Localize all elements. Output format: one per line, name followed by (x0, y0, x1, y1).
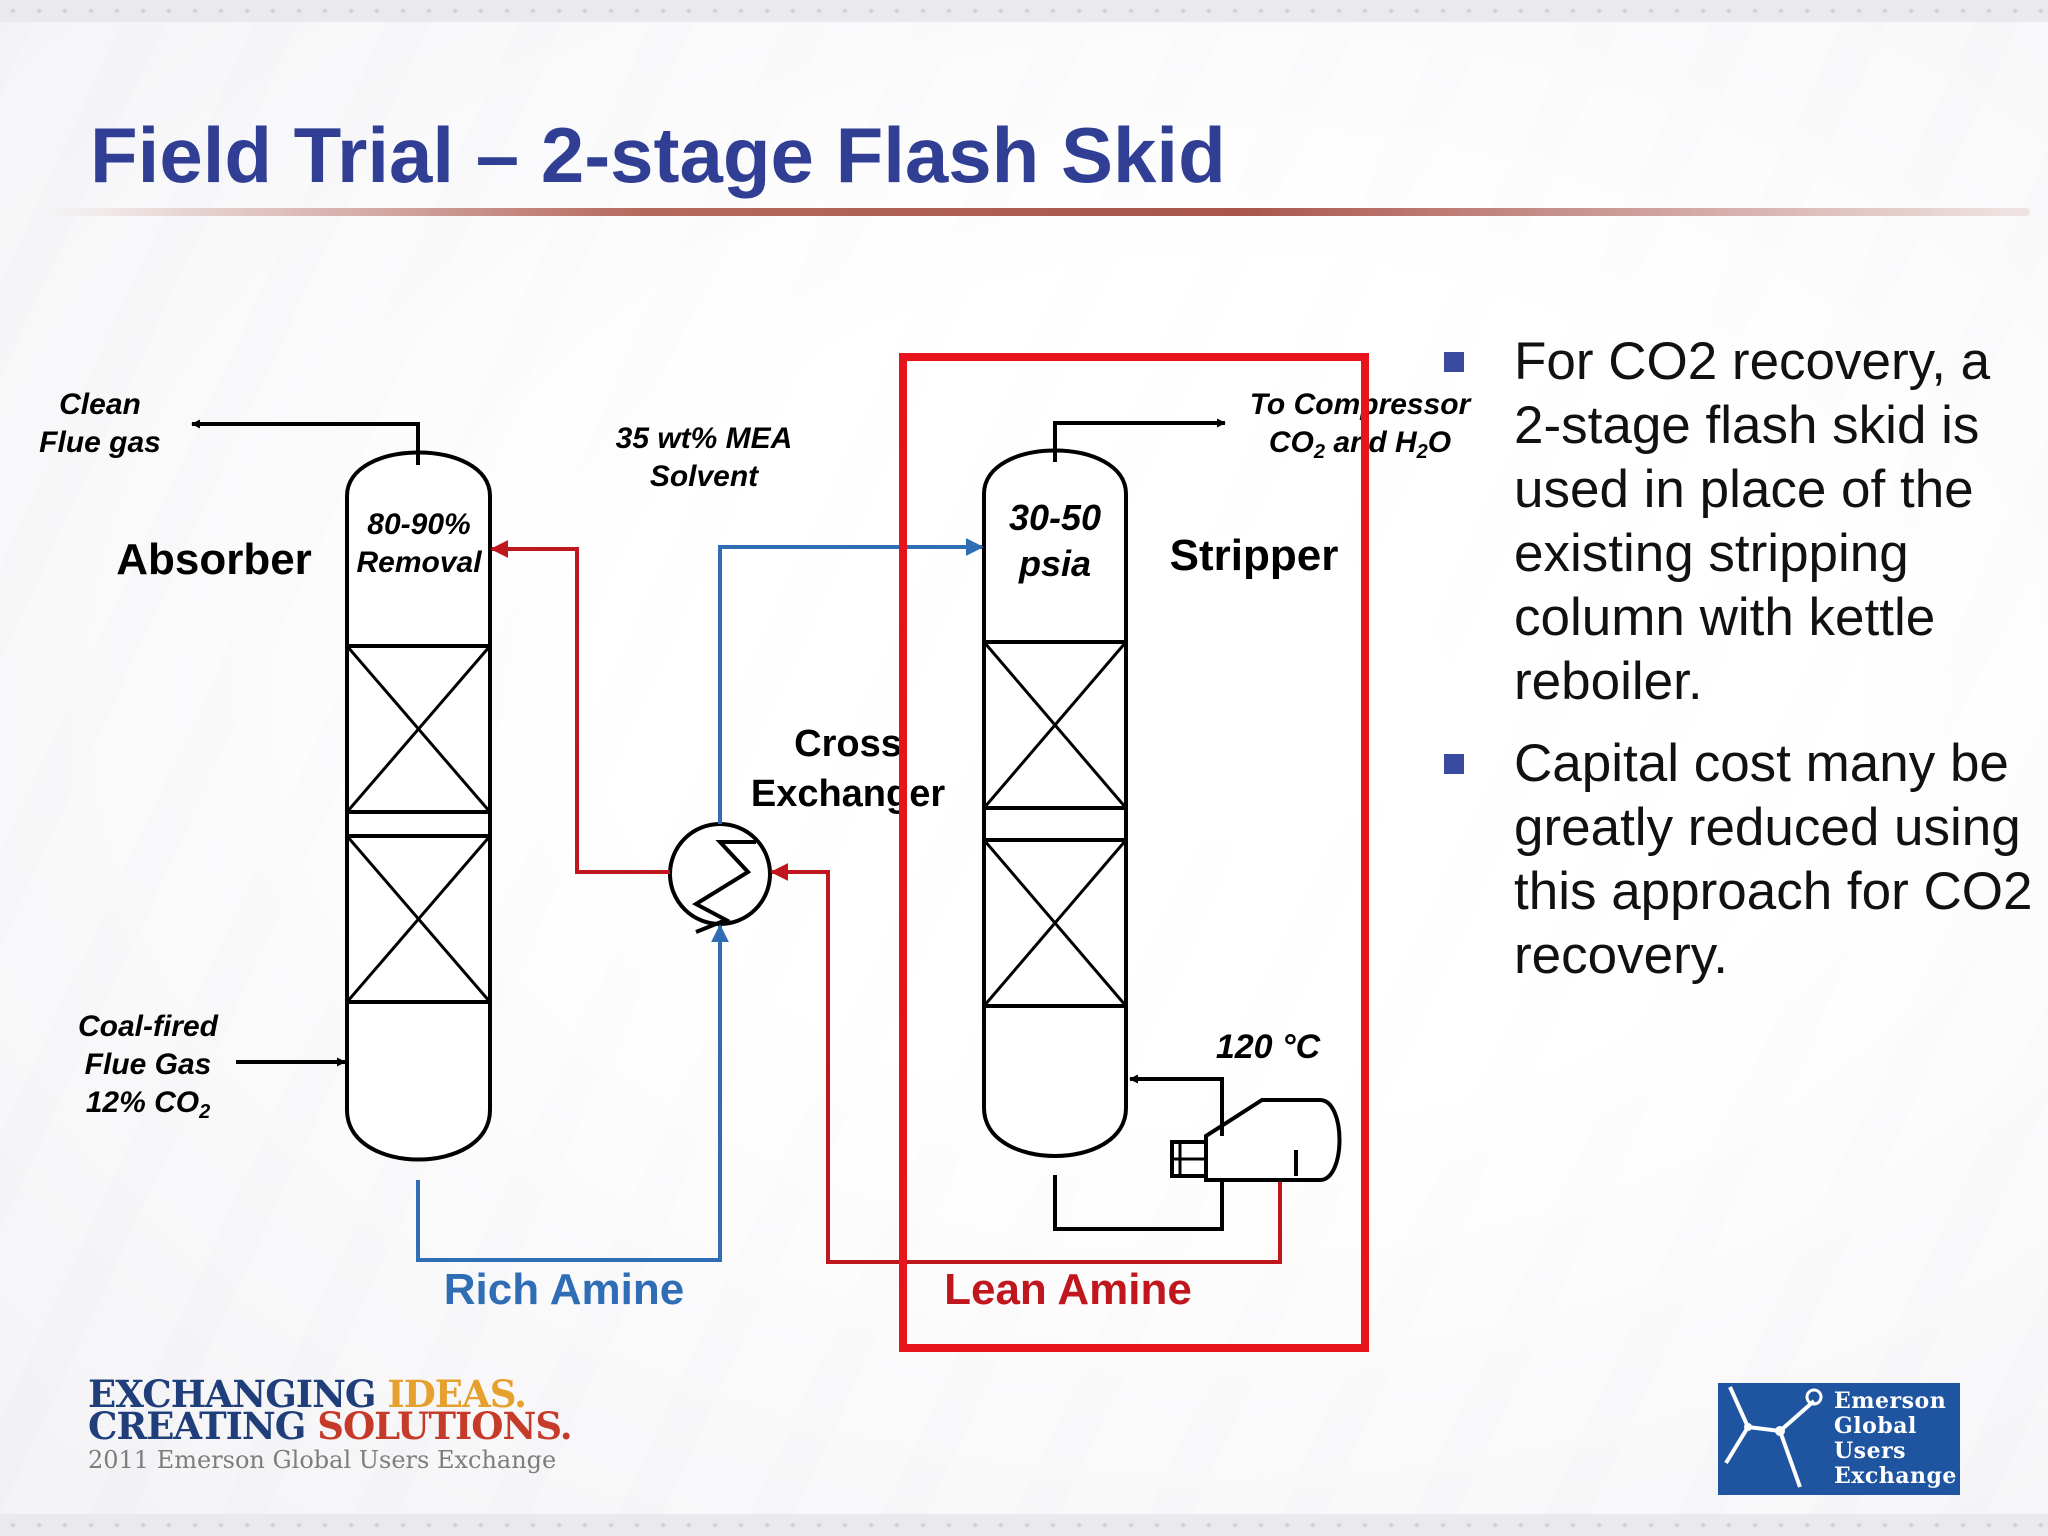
slide-title: Field Trial – 2-stage Flash Skid (90, 111, 1226, 199)
cross-exchanger-label-line1: Cross (794, 723, 902, 765)
stripper-bottoms-line (1053, 1175, 1224, 1231)
emerson-global-users-exchange-logo: Emerson Global Users Exchange (1718, 1383, 1960, 1495)
bullet-square-icon (1444, 352, 1464, 372)
lean-amine-line-bottom (770, 863, 1282, 1264)
to-compressor-label-line2: CO2 and H2O (1269, 426, 1451, 463)
absorber-label: Absorber (116, 535, 312, 584)
stripper-highlight-box (899, 353, 1369, 1352)
cross-exchanger (668, 822, 772, 934)
to-compressor-line (1053, 418, 1226, 462)
bullet-text: For CO2 recovery, a 2-stage flash skid i… (1514, 332, 1991, 711)
clean-flue-gas-label-line2: Flue gas (39, 426, 161, 459)
absorber-removal-label: Removal (356, 546, 482, 579)
logo-word-emerson: Emerson (1834, 1388, 1947, 1414)
absorber-removal-value: 80-90% (367, 508, 470, 541)
rich-amine-label: Rich Amine (444, 1265, 684, 1314)
stripper-packing-upper (982, 640, 1128, 810)
stripper-packing-lower (982, 838, 1128, 1008)
conference-slogan: EXCHANGING IDEAS. CREATING SOLUTIONS. 20… (88, 1372, 573, 1475)
molecule-icon (1724, 1386, 1823, 1488)
clean-flue-gas-line (191, 419, 420, 465)
coal-fired-label-line1: Coal-fired (78, 1010, 219, 1043)
co2-text: 12% CO (86, 1086, 199, 1119)
stripper-vessel (982, 448, 1128, 1158)
bullet-text: Capital cost many be greatly reduced usi… (1514, 734, 2033, 985)
absorber-packing-lower (345, 834, 492, 1004)
exchanger-coil (691, 840, 756, 934)
bullet-list: For CO2 recovery, a 2-stage flash skid i… (1438, 330, 2038, 1006)
clean-flue-gas-label-line1: Clean (59, 388, 141, 421)
top-dotted-border (0, 0, 2048, 22)
stripper-column: 30-50 psia (982, 448, 1128, 1158)
solvent-label-line1: 35 wt% MEA (616, 422, 793, 455)
coal-fired-label-line2: Flue Gas (85, 1048, 212, 1081)
lean-amine-label: Lean Amine (944, 1265, 1192, 1314)
kettle-reboiler (1170, 1098, 1342, 1182)
absorber-vessel (345, 450, 492, 1162)
stripper-pressure-unit: psia (1018, 543, 1091, 584)
bullet-item: Capital cost many be greatly reduced usi… (1438, 732, 2038, 988)
bullet-square-icon (1444, 754, 1464, 774)
logo-word-exchange: Exchange (1834, 1463, 1957, 1489)
rich-amine-line-bottom (416, 924, 729, 1262)
logo-word-global: Global (1834, 1413, 1917, 1439)
lean-amine-line-top (490, 540, 670, 874)
bullet-item: For CO2 recovery, a 2-stage flash skid i… (1438, 330, 2038, 714)
absorber-packing-upper (345, 644, 492, 814)
slogan-line-2: CREATING SOLUTIONS. (88, 1404, 573, 1448)
reboiler-temperature-label: 120 °C (1216, 1028, 1321, 1066)
co2-subscript: 2 (198, 1101, 210, 1123)
solvent-label-line2: Solvent (650, 460, 760, 493)
title-underline (40, 208, 2030, 216)
slogan-line-1: EXCHANGING IDEAS. (88, 1372, 527, 1416)
coal-fired-label-line3: 12% CO2 (86, 1086, 211, 1123)
logo-word-users: Users (1834, 1438, 1907, 1464)
cross-exchanger-label-line2: Exchanger (751, 773, 946, 815)
stripper-label: Stripper (1170, 531, 1339, 580)
bottom-dotted-border (0, 1514, 2048, 1536)
conference-name: 2011 Emerson Global Users Exchange (88, 1446, 557, 1474)
rich-amine-line-top (718, 538, 984, 824)
stripper-pressure-value: 30-50 (1009, 497, 1101, 538)
reboiler-vapor-return-line (1129, 1074, 1224, 1136)
absorber-column: 80-90% Removal (345, 450, 492, 1162)
